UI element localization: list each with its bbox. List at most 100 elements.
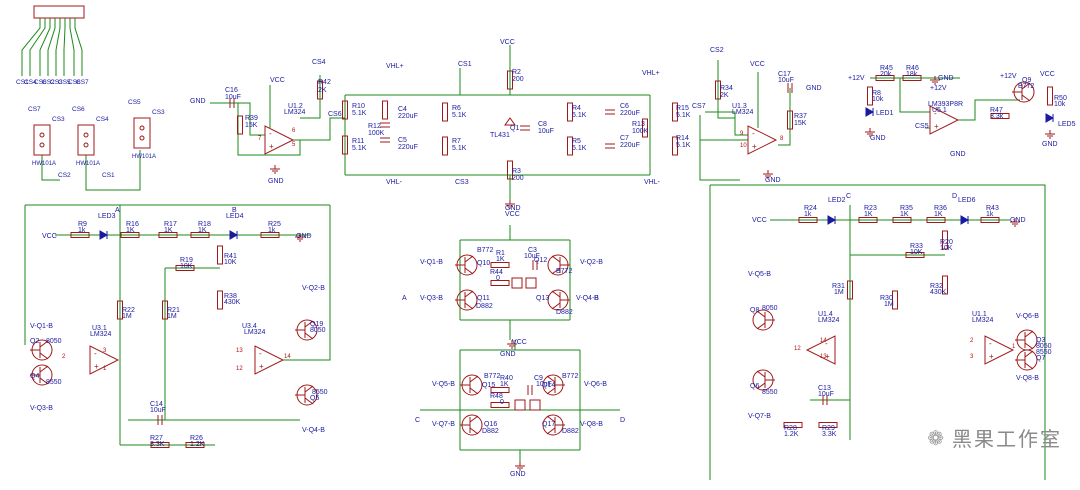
component-label: 5.1K [452, 112, 467, 119]
component-label: LM324 [90, 331, 112, 338]
switch-module [133, 117, 151, 149]
component-label: R24 [804, 205, 817, 212]
component-label: 8550 [762, 389, 778, 396]
wire [69, 18, 75, 76]
opamp-symbol [747, 125, 778, 155]
transistor-body [547, 289, 569, 311]
opamp-symbol [805, 335, 836, 365]
component-label: GND [938, 75, 954, 82]
component-label: V-Q8-B [1016, 375, 1039, 382]
component-label: 5.1K [676, 112, 691, 119]
component-label: LED1 [876, 110, 894, 117]
switch-net: CS6 [72, 106, 85, 113]
switch-contact [139, 125, 145, 131]
component-label: R40 [500, 375, 513, 382]
component-label: D [620, 417, 625, 424]
pin-number: 1 [1012, 344, 1016, 350]
component-label: 100K [368, 130, 385, 137]
component-label: 8050 [1036, 343, 1052, 350]
opamp-symbol [89, 345, 120, 375]
component-label: Q11 [477, 295, 490, 302]
pin-number: 10 [740, 143, 747, 149]
component-label: VHL+ [642, 70, 660, 77]
component-label: LED5 [1058, 121, 1076, 128]
wire [958, 99, 1020, 121]
component-label: 15K [245, 122, 258, 129]
component-label: Q17 [542, 421, 555, 428]
component-label: V-Q7-B [748, 413, 771, 420]
component-label: 10K [180, 263, 193, 270]
component-label: C [846, 193, 851, 200]
component-label: 5.1K [352, 145, 367, 152]
component-label: CS3 [455, 179, 469, 186]
transistor-lead [1024, 350, 1034, 358]
component-label: R25 [268, 221, 281, 228]
component-label: 1k [986, 211, 994, 218]
component-label: R36 [934, 205, 947, 212]
component-label: LM393P8R [928, 101, 963, 108]
switch-module [77, 124, 95, 156]
component-label: R15 [676, 105, 689, 112]
component-label: V-Q8-B [580, 421, 603, 428]
transistor-body [461, 374, 483, 396]
resistor [942, 230, 948, 250]
component-label: 8550 [312, 389, 328, 396]
opamp-symbol [929, 105, 960, 135]
component-label: B772 [1018, 83, 1034, 90]
resistor [875, 75, 895, 81]
component-label: R1 [496, 250, 505, 257]
component-label: V-Q1-B [30, 323, 53, 330]
opamp-minus: - [269, 129, 272, 138]
transistor-lead [1021, 94, 1031, 102]
transistor-lead [756, 310, 766, 318]
wire [29, 18, 46, 76]
component-label: 200 [512, 175, 524, 182]
component-label: 1K [496, 256, 505, 263]
component-label: R31 [832, 283, 845, 290]
wire [63, 18, 66, 76]
resistor [70, 232, 90, 238]
component-label: R18 [198, 221, 211, 228]
component-label: 3.3k [990, 113, 1004, 120]
switch-contact [83, 132, 89, 138]
component-label: 200 [512, 76, 524, 83]
component-label: C8 [538, 121, 547, 128]
transistor-body [752, 309, 774, 331]
component-label: CS2 [710, 47, 724, 54]
opamp-symbol [264, 125, 295, 155]
component-label: R14 [676, 135, 689, 142]
component-label: 8050 [46, 338, 62, 345]
component-label: CS7 [692, 103, 706, 110]
component-label: LED3 [98, 213, 116, 220]
pin-number: 7 [258, 136, 262, 142]
transistor-lead [1024, 330, 1034, 338]
wire [778, 88, 791, 146]
pin-number: 14 [820, 338, 827, 344]
component-label: D882 [476, 303, 493, 310]
opamp-plus: + [269, 142, 274, 151]
opamp-minus: - [934, 109, 937, 118]
led-symbol [865, 107, 875, 117]
component-label: C9 [534, 375, 543, 382]
component-label: R19 [180, 257, 193, 264]
component-label: Q14 [542, 382, 555, 389]
resistor [217, 245, 223, 265]
resistor [847, 280, 853, 300]
switch-ref: HW101A [132, 154, 156, 160]
transistor-body [296, 384, 318, 406]
led-symbol [229, 230, 239, 240]
component-label: 100K [632, 128, 649, 135]
switch-contact [83, 142, 89, 148]
header-pin-label: CS1 [16, 79, 29, 86]
component-label: 430K [224, 299, 241, 306]
component-label: 1k [268, 227, 276, 234]
component-label: LM324 [244, 329, 266, 336]
component-label: VCC [270, 77, 285, 84]
component-label: VHL+ [386, 63, 404, 70]
opamp-plus: + [989, 352, 994, 361]
component-label: R8 [872, 90, 881, 97]
wire [717, 60, 735, 119]
component-label: R3 [512, 168, 521, 175]
component-label: LED4 [226, 213, 244, 220]
